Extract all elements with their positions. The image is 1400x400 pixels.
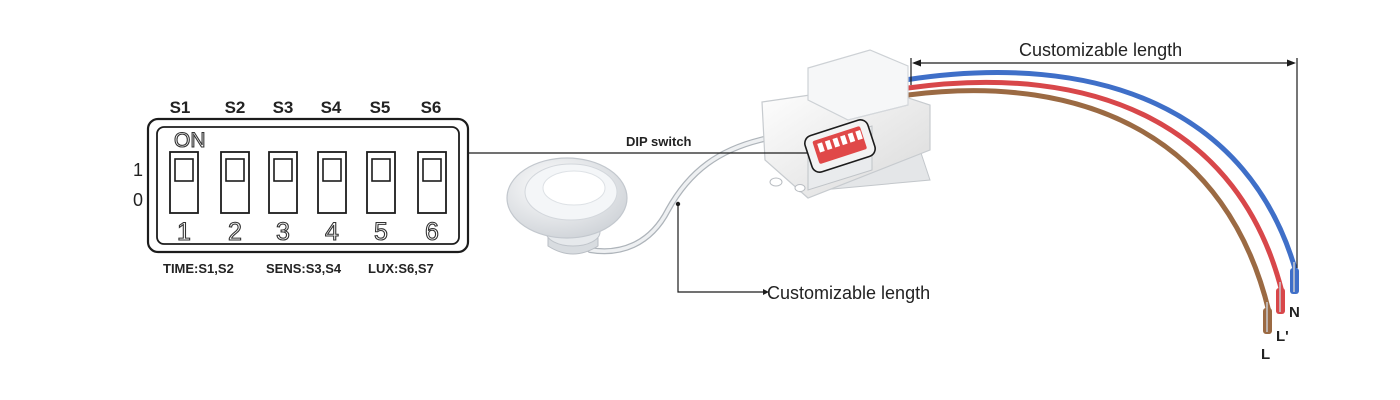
pir-sensor-head bbox=[506, 157, 628, 255]
on-label: ON bbox=[174, 129, 206, 152]
switch-5-knob bbox=[371, 158, 391, 182]
group-sens: SENS:S3,S4 bbox=[266, 261, 342, 276]
sensor-cable-length-label: Customizable length bbox=[767, 283, 930, 303]
switch-1-knob bbox=[174, 158, 194, 182]
wire-label-n: N bbox=[1289, 304, 1300, 321]
row-label-1: 1 bbox=[133, 160, 143, 180]
setting-groups: TIME:S1,S2 SENS:S3,S4 LUX:S6,S7 bbox=[163, 261, 434, 276]
module-dip-switch bbox=[804, 119, 876, 173]
row-label-0: 0 bbox=[133, 190, 143, 210]
wire-labels: N L' L bbox=[1261, 304, 1300, 363]
group-time: TIME:S1,S2 bbox=[163, 261, 234, 276]
output-wires bbox=[904, 70, 1299, 334]
group-lux: LUX:S6,S7 bbox=[368, 261, 434, 276]
wire-label-l: L bbox=[1261, 346, 1270, 363]
switch-2: 2 bbox=[220, 151, 250, 247]
switch-4: 4 bbox=[317, 151, 347, 247]
switch-header-s6: S6 bbox=[421, 98, 442, 117]
output-cable-length-callout: Customizable length bbox=[910, 40, 1298, 268]
switch-number-4: 4 bbox=[325, 218, 339, 246]
switch-4-knob bbox=[322, 158, 342, 182]
switch-6: 6 bbox=[417, 151, 447, 247]
switch-header-s2: S2 bbox=[225, 98, 246, 117]
switch-6-knob bbox=[422, 158, 442, 182]
switch-3-knob bbox=[273, 158, 293, 182]
dip-switch-label: DIP switch bbox=[626, 134, 692, 149]
switch-header-s1: S1 bbox=[170, 98, 191, 117]
sensor-cable-length-callout: Customizable length bbox=[675, 201, 930, 303]
switch-1: 1 bbox=[169, 151, 199, 247]
dip-switch-panel: S1 S2 S3 S4 S5 S6 ON 1 0 1 2 3 bbox=[133, 98, 470, 276]
switch-header-s4: S4 bbox=[321, 98, 342, 117]
dip-switch-callout: DIP switch bbox=[468, 134, 808, 154]
switch-number-5: 5 bbox=[374, 218, 388, 246]
output-cable-length-label: Customizable length bbox=[1019, 40, 1182, 60]
switch-number-1: 1 bbox=[177, 218, 191, 246]
switch-number-3: 3 bbox=[276, 218, 290, 246]
wire-brown bbox=[907, 88, 1272, 313]
switch-number-6: 6 bbox=[425, 218, 439, 246]
switch-2-knob bbox=[225, 158, 245, 182]
switch-5: 5 bbox=[366, 151, 396, 247]
wire-label-l-prime: L' bbox=[1276, 328, 1289, 345]
switch-3: 3 bbox=[268, 151, 298, 247]
switch-number-2: 2 bbox=[228, 218, 242, 246]
wire-blue bbox=[904, 70, 1299, 273]
switch-header-s5: S5 bbox=[370, 98, 391, 117]
switch-header-s3: S3 bbox=[273, 98, 294, 117]
switch-headers: S1 S2 S3 S4 S5 S6 bbox=[170, 98, 442, 117]
wire-red bbox=[907, 79, 1285, 293]
